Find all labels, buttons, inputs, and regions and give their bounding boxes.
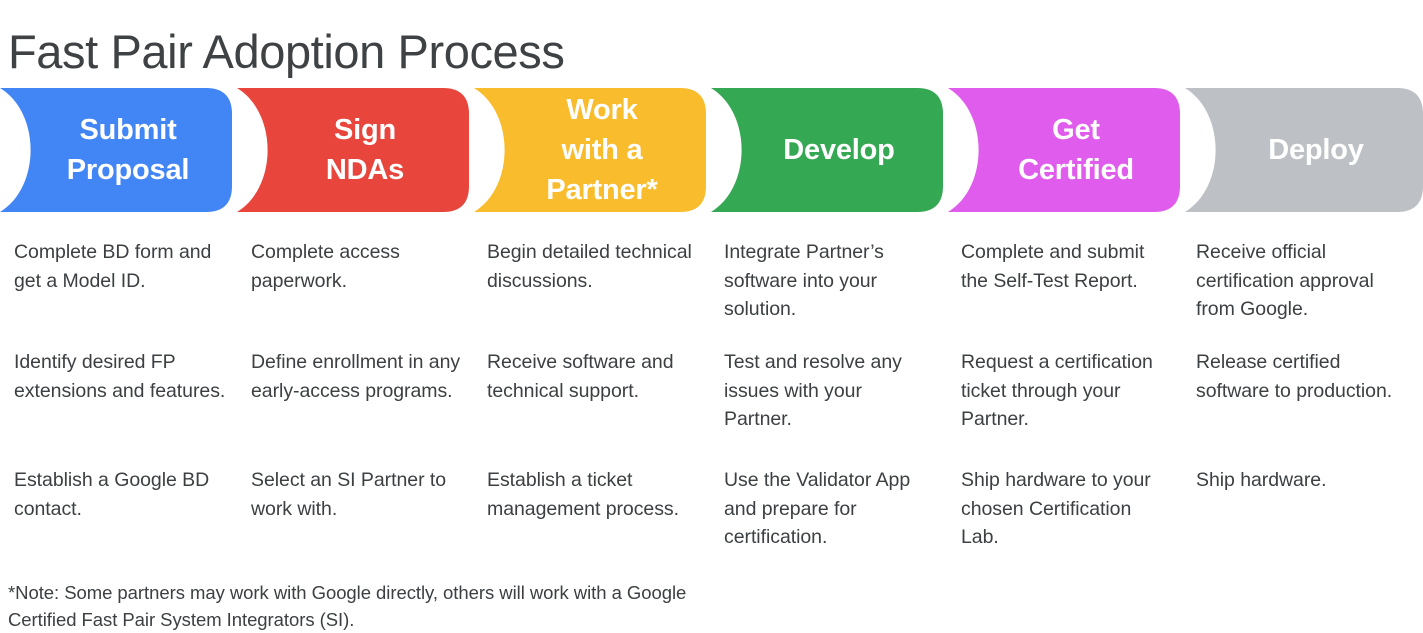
- stage-banner-label-deploy: Deploy: [1268, 133, 1364, 166]
- stage-banner-shape-work-with-a-partner: [474, 88, 706, 212]
- step-item: Define enrollment in any early-access pr…: [251, 351, 461, 402]
- step-item: Establish a Google BD contact.: [14, 469, 210, 520]
- stage-banner-sign-ndas[interactable]: Sign NDAs: [237, 88, 469, 212]
- stage-banner-shape-get-certified: [948, 88, 1180, 212]
- step-item: Complete BD form and get a Model ID.: [14, 241, 212, 292]
- stage-banner-shape-develop: [711, 88, 943, 212]
- step-item: Request a certification ticket through y…: [961, 351, 1153, 430]
- stage-banner-label-sign-ndas: Sign NDAs: [325, 113, 405, 186]
- step-item: Ship hardware to your chosen Certificati…: [961, 469, 1151, 548]
- step-item: Complete access paperwork.: [251, 241, 400, 292]
- stage-banner-label-develop: Develop: [783, 133, 895, 166]
- step-item: Integrate Partner’s software into your s…: [724, 241, 884, 320]
- step-item: Use the Validator App and prepare for ce…: [724, 469, 911, 548]
- stage-banner-shape-sign-ndas: [237, 88, 469, 212]
- page-title: Fast Pair Adoption Process: [8, 25, 565, 79]
- step-item: Begin detailed technical discussions.: [487, 241, 692, 292]
- step-item: Ship hardware.: [1196, 469, 1327, 491]
- stage-banner-label-work-with-a-partner: Work with a Partner*: [546, 93, 658, 206]
- step-item: Test and resolve any issues with your Pa…: [724, 351, 902, 430]
- stage-banner-label-get-certified: Get Certified: [1018, 113, 1134, 186]
- stage-banner-develop[interactable]: Develop: [711, 88, 943, 212]
- step-item: Identify desired FP extensions and featu…: [14, 351, 226, 402]
- step-item: Receive software and technical support.: [487, 351, 674, 402]
- stage-banner-label-submit-proposal: Submit Proposal: [66, 113, 190, 186]
- footnote: *Note: Some partners may work with Googl…: [8, 582, 687, 630]
- stage-banner-deploy[interactable]: Deploy: [1185, 88, 1423, 212]
- step-item: Receive official certification approval …: [1196, 241, 1374, 320]
- step-item: Release certified software to production…: [1196, 351, 1393, 402]
- stage-banner-strip: Submit Proposal Sign NDAs Work with a Part…: [0, 88, 1423, 212]
- step-item: Select an SI Partner to work with.: [251, 469, 447, 520]
- stage-banner-work-with-a-partner[interactable]: Work with a Partner*: [474, 88, 706, 212]
- stage-banner-get-certified[interactable]: Get Certified: [948, 88, 1180, 212]
- step-item: Complete and submit the Self-Test Report…: [961, 241, 1145, 292]
- stage-banner-shape-deploy: [1185, 88, 1423, 212]
- step-item: Establish a ticket management process.: [487, 469, 679, 520]
- stage-banner-shape-submit-proposal: [0, 88, 232, 212]
- stage-banner-submit-proposal[interactable]: Submit Proposal: [0, 88, 232, 212]
